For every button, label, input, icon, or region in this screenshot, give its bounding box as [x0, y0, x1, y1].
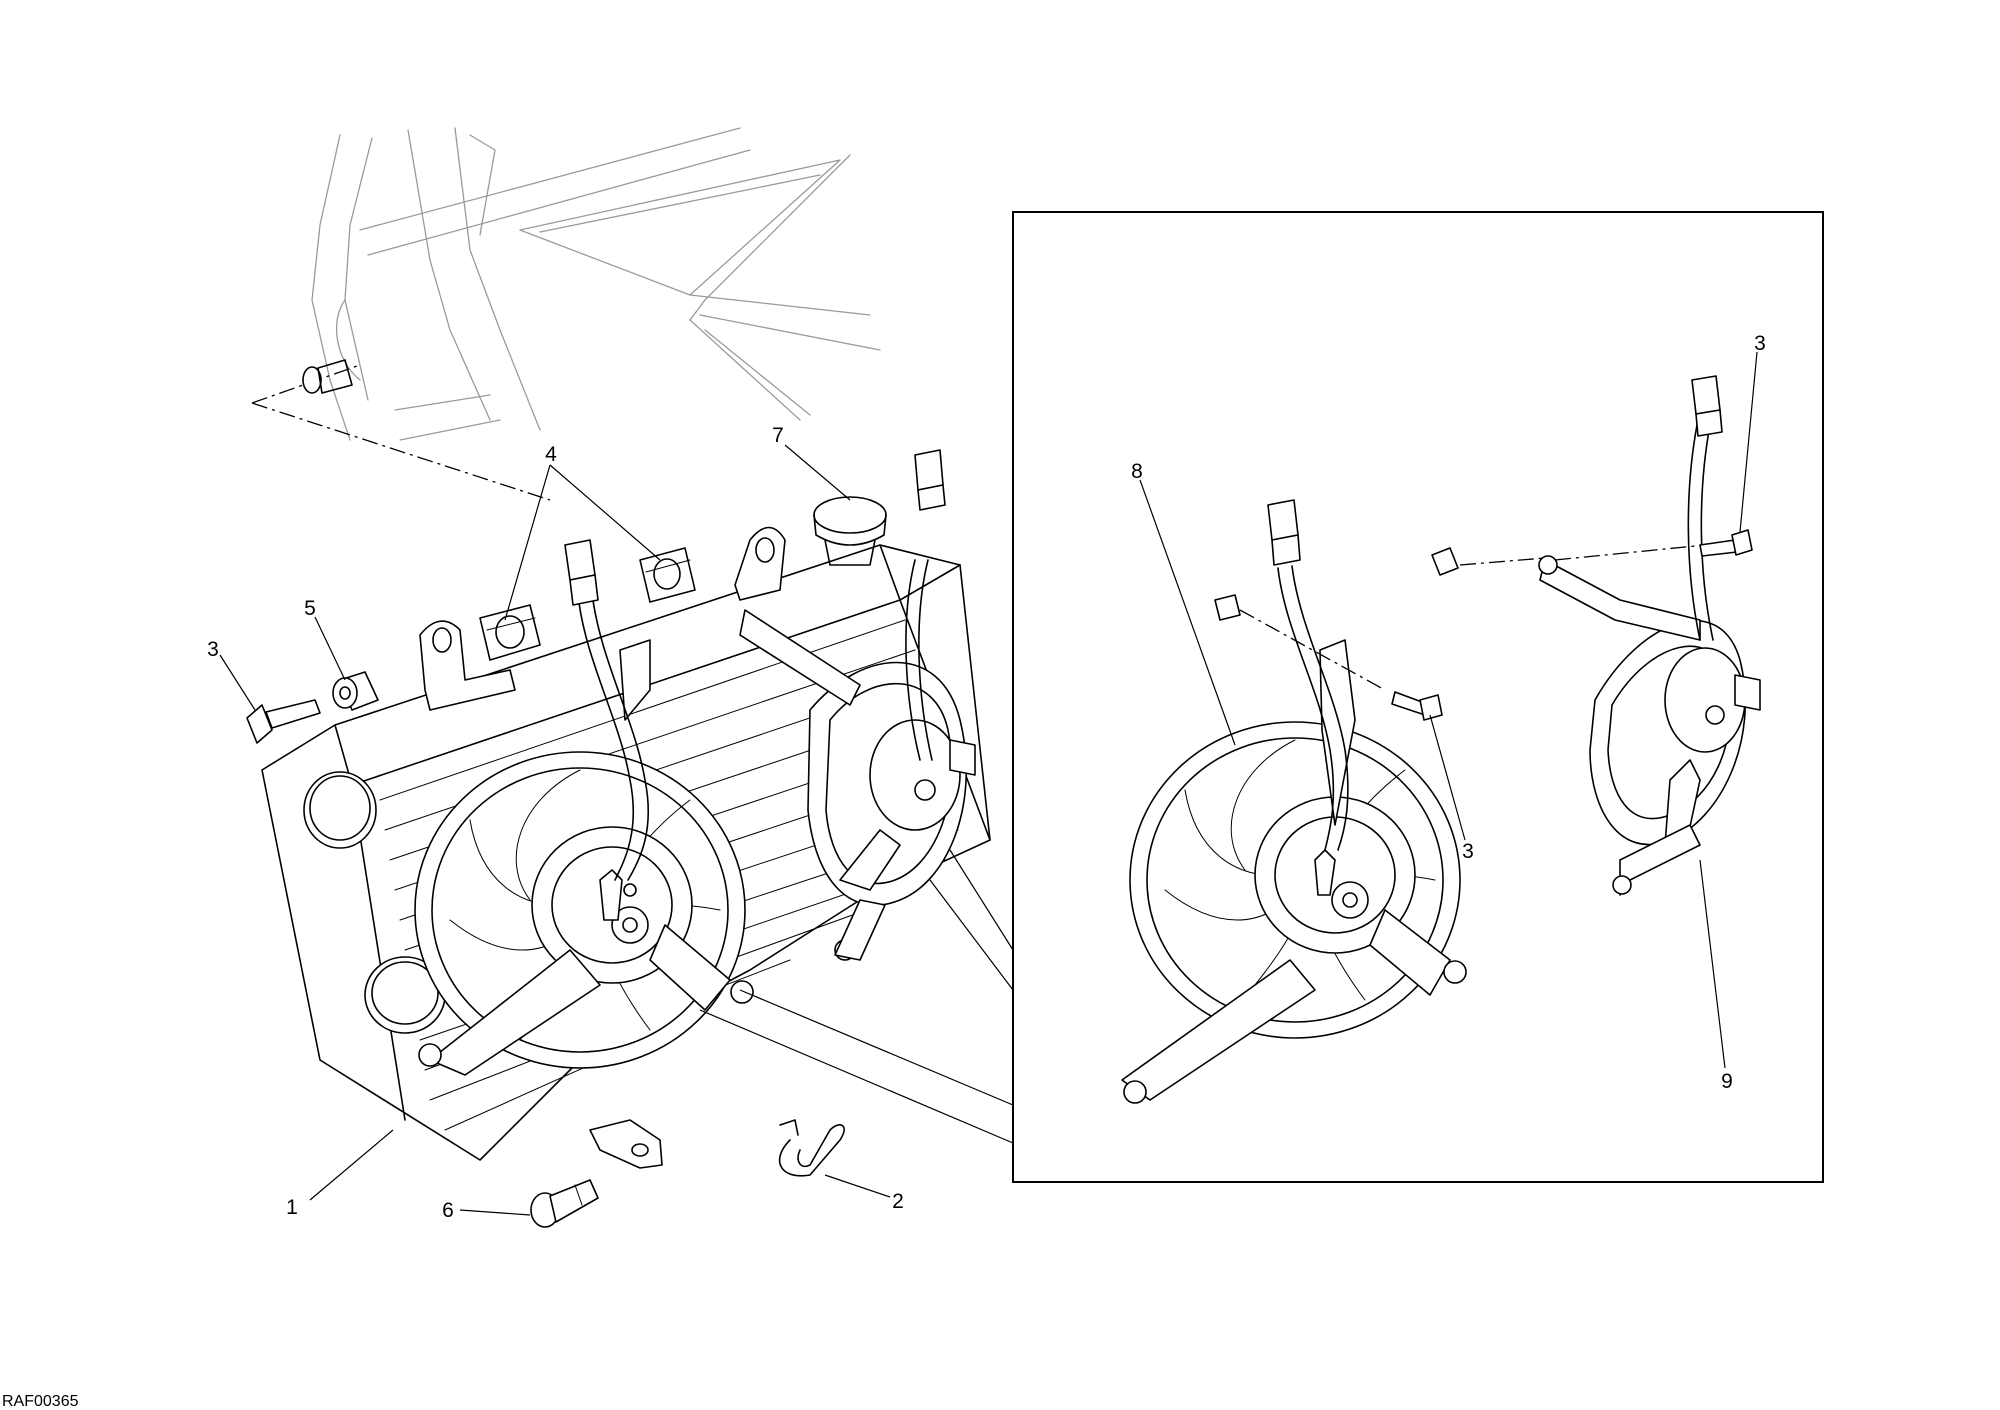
radiator-pipe-lower: [364, 956, 446, 1034]
callout-1: 1: [286, 1196, 298, 1219]
drawing-code: RAF00365: [2, 1393, 79, 1410]
rubber-grommet-left: [479, 604, 541, 661]
rubber-grommet-right: [639, 547, 696, 603]
callout-numbers: 1 2 3 4 5 6 7 8 3 3 9: [207, 332, 1766, 1222]
detail-leader-lines: [699, 849, 1014, 1144]
callout-3-left: 3: [207, 638, 219, 661]
radiator-fan-rear: [739, 449, 976, 961]
fan-front-wiring: [564, 539, 649, 881]
spacer-washer: [332, 671, 379, 711]
detail-inset-frame: [1012, 211, 1824, 1183]
hose-clip: [778, 1119, 845, 1177]
radiator-cap: [813, 496, 887, 566]
callout-5: 5: [304, 597, 316, 620]
bolt-left: [246, 699, 321, 744]
callout-9: 9: [1721, 1070, 1733, 1093]
callout-6: 6: [442, 1199, 454, 1222]
detail-fan-assembly: [1121, 499, 1467, 1104]
callout-8: 8: [1131, 460, 1143, 483]
callout-leader-lines: [219, 351, 1758, 1216]
lower-bolt: [530, 1179, 599, 1228]
motorcycle-frame-outline: [311, 127, 881, 441]
callout-7: 7: [772, 424, 784, 447]
callout-3-detail-top: 3: [1754, 332, 1766, 355]
radiator-fan-front: [414, 639, 754, 1076]
radiator-pipe-upper: [303, 771, 377, 849]
callout-2: 2: [892, 1190, 904, 1213]
callout-4: 4: [545, 443, 557, 466]
upper-mount-bushing: [251, 359, 551, 501]
detail-fan-bracket-assembly: [1431, 375, 1761, 896]
callout-3-detail-mid: 3: [1462, 840, 1474, 863]
